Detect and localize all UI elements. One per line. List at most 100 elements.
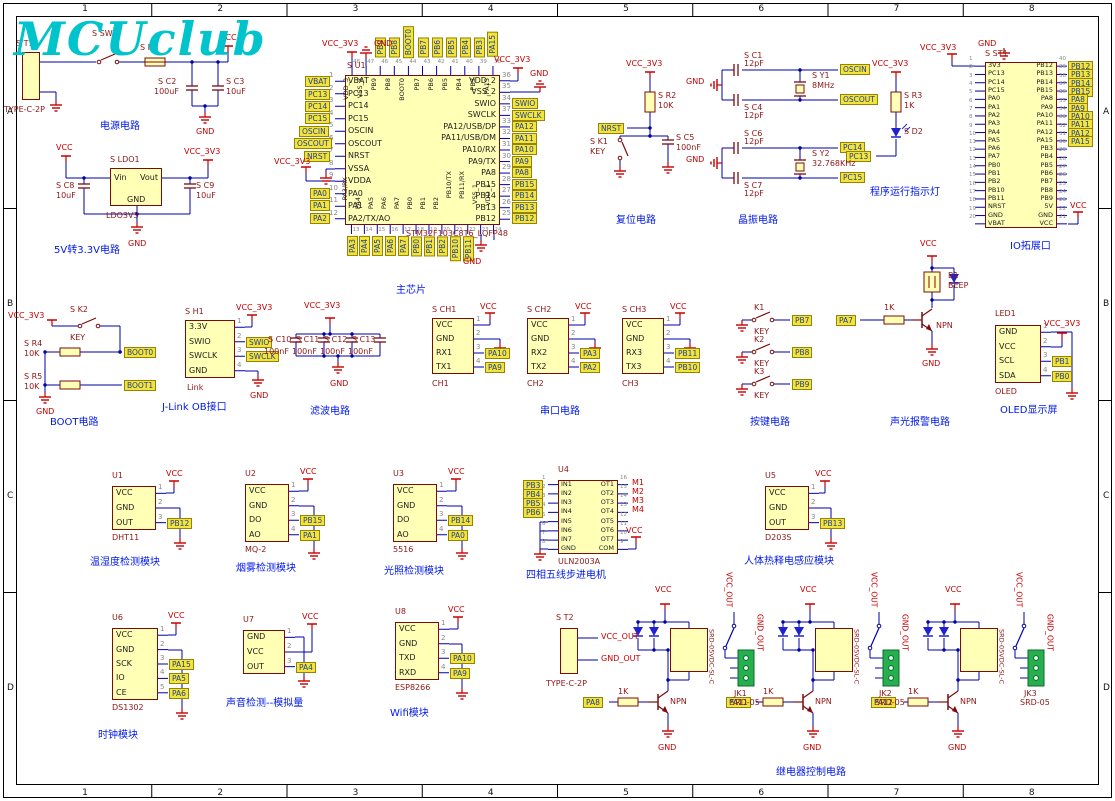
net-port-PA7[interactable]: PA7 [836, 315, 856, 326]
net-port-PA1[interactable]: PA1 [300, 530, 320, 541]
ic-body[interactable] [345, 75, 500, 225]
net-port-PB15[interactable]: PB15 [512, 179, 538, 190]
ic-body[interactable] [558, 480, 618, 554]
ic-body[interactable] [112, 486, 156, 530]
component-body[interactable] [110, 168, 162, 206]
net-port-PA12[interactable]: PA12 [871, 697, 896, 708]
net-port-PC15[interactable]: PC15 [840, 172, 866, 183]
junction-dot [808, 620, 812, 624]
ic-body[interactable] [243, 630, 285, 674]
net-port-PA9[interactable]: PA9 [512, 156, 532, 167]
net-port-PB13[interactable]: PB13 [512, 202, 538, 213]
net-port-PB5[interactable]: PB5 [446, 37, 457, 58]
net-port-PC13[interactable]: PC13 [305, 89, 331, 100]
net-port-BOOT0[interactable]: BOOT0 [124, 347, 157, 358]
net-port-PA10[interactable]: PA10 [512, 144, 537, 155]
ic-body[interactable] [432, 318, 474, 374]
net-port-NRST[interactable]: NRST [598, 123, 625, 134]
ic-body[interactable] [245, 484, 289, 542]
pin-number: 6 [969, 97, 973, 104]
net-port-PB1[interactable]: PB1 [424, 236, 435, 257]
net-port-PB4[interactable]: PB4 [460, 37, 471, 58]
net-port-OSCOUT[interactable]: OSCOUT [840, 94, 878, 105]
net-port-PB1[interactable]: PB1 [1052, 356, 1073, 367]
net-port-PA8[interactable]: PA8 [583, 697, 603, 708]
net-port-OSCIN[interactable]: OSCIN [299, 126, 329, 137]
net-port-PA3[interactable]: PA3 [580, 348, 600, 359]
net-port-PA8[interactable]: PA8 [512, 167, 532, 178]
net-port-PB6[interactable]: PB6 [523, 507, 544, 518]
net-port-PB13[interactable]: PB13 [820, 518, 846, 529]
component-body[interactable] [22, 52, 40, 100]
net-port-PA4[interactable]: PA4 [359, 236, 370, 256]
net-port-PB9[interactable]: PB9 [792, 379, 813, 390]
net-port-PB8[interactable]: PB8 [792, 347, 813, 358]
net-port-PC14[interactable]: PC14 [305, 101, 331, 112]
net-port-SWIO[interactable]: SWIO [246, 337, 273, 348]
net-port-BOOT0[interactable]: BOOT0 [403, 26, 414, 59]
net-port-OSCOUT[interactable]: OSCOUT [294, 138, 332, 149]
component-body[interactable] [670, 628, 708, 672]
net-port-BOOT1[interactable]: BOOT1 [124, 380, 157, 391]
net-port-VBAT[interactable]: VBAT [305, 76, 331, 87]
net-port-PA3[interactable]: PA3 [347, 236, 358, 256]
net-port-PB12[interactable]: PB12 [512, 213, 538, 224]
net-port-PB12[interactable]: PB12 [167, 518, 193, 529]
net-port-PB10[interactable]: PB10 [450, 236, 461, 262]
component-body[interactable] [960, 628, 998, 672]
component-body[interactable] [560, 628, 578, 674]
ic-body[interactable] [622, 318, 664, 374]
net-port-PB0[interactable]: PB0 [411, 236, 422, 257]
component-body[interactable] [815, 628, 853, 672]
ic-body[interactable] [393, 484, 437, 542]
net-port-PA7[interactable]: PA7 [398, 236, 409, 256]
ic-body[interactable] [395, 622, 439, 680]
net-port-PA5[interactable]: PA5 [169, 673, 189, 684]
net-port-PC15[interactable]: PC15 [305, 113, 331, 124]
net-port-PA6[interactable]: PA6 [169, 688, 189, 699]
ic-body[interactable] [527, 318, 569, 374]
net-port-PB14[interactable]: PB14 [448, 515, 474, 526]
ic-body[interactable] [985, 62, 1057, 228]
net-port-PA15[interactable]: PA15 [169, 659, 194, 670]
net-port-PA11[interactable]: PA11 [726, 697, 751, 708]
net-port-PA1[interactable]: PA1 [310, 200, 330, 211]
net-port-PA6[interactable]: PA6 [385, 236, 396, 256]
net-port-PB7[interactable]: PB7 [418, 37, 429, 58]
net-port-PA2[interactable]: PA2 [580, 362, 600, 373]
pin-number: 39 [479, 59, 487, 65]
net-port-PA15[interactable]: PA15 [1068, 136, 1093, 147]
net-port-SWCLK[interactable]: SWCLK [512, 110, 545, 121]
net-port-PA0[interactable]: PA0 [448, 530, 468, 541]
net-port-NRST[interactable]: NRST [304, 151, 331, 162]
net-port-PA4[interactable]: PA4 [296, 662, 316, 673]
net-port-SWCLK[interactable]: SWCLK [246, 351, 279, 362]
net-port-SWIO[interactable]: SWIO [512, 98, 539, 109]
net-port-PA9[interactable]: PA9 [450, 668, 470, 679]
net-port-PA15[interactable]: PA15 [487, 32, 498, 57]
net-port-PB6[interactable]: PB6 [432, 37, 443, 58]
net-port-PB11[interactable]: PB11 [675, 348, 701, 359]
net-port-OSCIN[interactable]: OSCIN [840, 64, 870, 75]
net-port-PA9[interactable]: PA9 [485, 362, 505, 373]
net-port-PA12[interactable]: PA12 [512, 121, 537, 132]
net-port-PB10[interactable]: PB10 [675, 362, 701, 373]
net-port-PB2[interactable]: PB2 [437, 236, 448, 257]
net-port-PC13[interactable]: PC13 [846, 151, 872, 162]
net-port-PA2[interactable]: PA2 [310, 213, 330, 224]
net-port-PB14[interactable]: PB14 [512, 190, 538, 201]
net-port-PA0[interactable]: PA0 [310, 188, 330, 199]
net-port-PB7[interactable]: PB7 [792, 315, 813, 326]
net-port-PA10[interactable]: PA10 [450, 653, 475, 664]
net-port-PA10[interactable]: PA10 [485, 348, 510, 359]
net-port-PB0[interactable]: PB0 [1052, 371, 1073, 382]
net-port-PA5[interactable]: PA5 [372, 236, 383, 256]
ic-body[interactable] [185, 320, 235, 378]
ic-body[interactable] [765, 486, 809, 530]
ic-body[interactable] [995, 325, 1041, 383]
net-port-PA11[interactable]: PA11 [512, 133, 537, 144]
net-port-PB15[interactable]: PB15 [300, 515, 326, 526]
ic-body[interactable] [112, 628, 158, 700]
net-port-PB3[interactable]: PB3 [474, 37, 485, 58]
